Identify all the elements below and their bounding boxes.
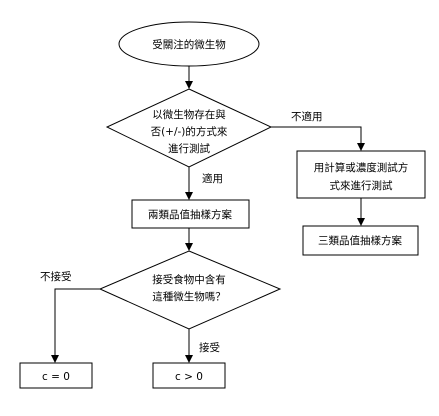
decision2-node: 接受食物中含有 這種微生物嗎？ bbox=[98, 250, 282, 330]
decision1-line3: 進行測試 bbox=[168, 142, 210, 155]
start-label: 受關注的微生物 bbox=[152, 38, 226, 51]
result-zero-node: c = 0 bbox=[19, 362, 93, 389]
right-process-node: 用計算或濃度測試方 式來進行測試 bbox=[296, 150, 426, 199]
label-accept: 接受 bbox=[199, 341, 220, 354]
three-class-label: 三類品值抽樣方案 bbox=[318, 234, 402, 247]
decision2-line1: 接受食物中含有 bbox=[152, 273, 226, 286]
start-node: 受關注的微生物 bbox=[118, 21, 260, 67]
result-zero-label: c = 0 bbox=[42, 371, 70, 383]
two-class-node: 兩類品值抽樣方案 bbox=[131, 199, 250, 229]
right-process-line1: 用計算或濃度測試方 bbox=[314, 161, 409, 174]
decision2-line2: 這種微生物嗎？ bbox=[152, 290, 226, 303]
two-class-label: 兩類品值抽樣方案 bbox=[148, 208, 232, 221]
label-apply-1: 適用 bbox=[202, 172, 223, 185]
label-not-accept: 不接受 bbox=[40, 270, 72, 283]
right-process-line2: 式來進行測試 bbox=[330, 179, 393, 192]
decision1-line2: 否(+/-)的方式來 bbox=[151, 125, 228, 138]
result-positive-label: c > 0 bbox=[175, 371, 203, 383]
label-no-apply: 不適用 bbox=[291, 110, 323, 123]
decision1-node: 以微生物存在與 否(+/-)的方式來 進行測試 bbox=[105, 88, 273, 168]
result-positive-node: c > 0 bbox=[152, 362, 226, 389]
arrow-decision1-to-right-process bbox=[271, 126, 365, 151]
three-class-node: 三類品值抽樣方案 bbox=[302, 225, 419, 256]
decision1-line1: 以微生物存在與 bbox=[152, 108, 226, 121]
arrow-decision2-to-c-zero bbox=[51, 288, 100, 363]
